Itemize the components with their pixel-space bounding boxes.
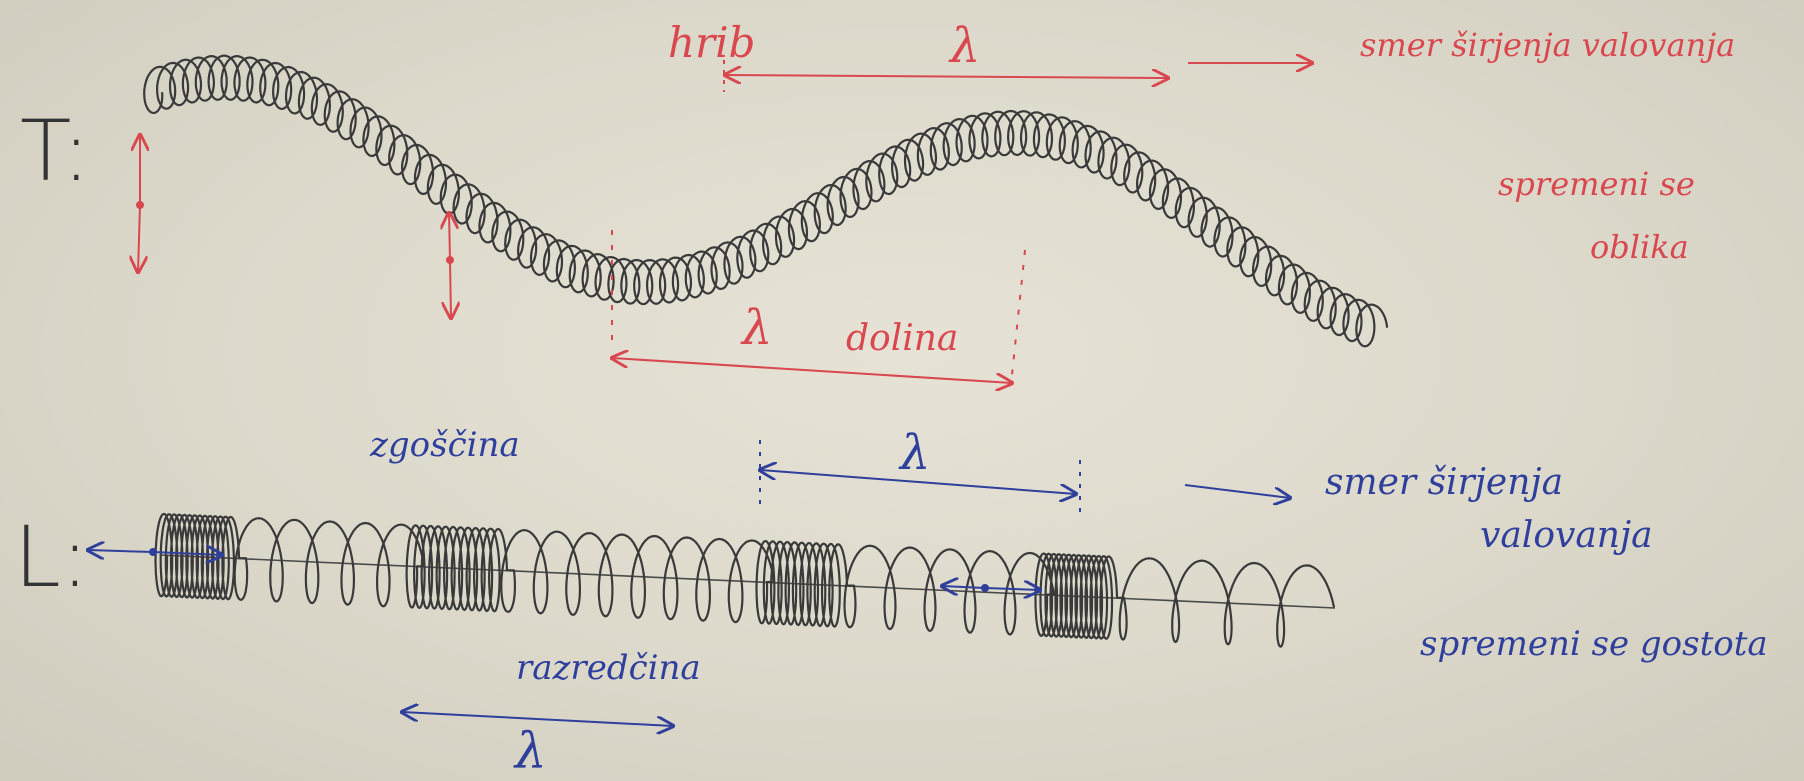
oscillation-arrow-mid-right bbox=[985, 588, 1040, 590]
longitudinal-direction-arrow bbox=[1185, 485, 1290, 498]
crest-wavelength-symbol: λ bbox=[950, 18, 980, 74]
transverse-annotations bbox=[137, 60, 1312, 383]
crest-wavelength-arrow bbox=[725, 75, 1168, 78]
longitudinal-note: spremeni se gostota bbox=[1420, 624, 1768, 664]
transverse-note-line1: spremeni se bbox=[1498, 165, 1695, 203]
trough-wavelength-symbol: λ bbox=[742, 300, 772, 356]
longitudinal-direction-line2: valovanja bbox=[1480, 515, 1653, 556]
longitudinal-spring-wave bbox=[156, 514, 1335, 647]
amplitude-arrow-mid-up bbox=[449, 213, 450, 260]
longitudinal-direction-line1: smer širjenja bbox=[1325, 462, 1563, 503]
transverse-direction-text: smer širjenja valovanja bbox=[1360, 26, 1735, 64]
compression-wavelength-symbol: λ bbox=[900, 425, 930, 481]
trough-marker-right bbox=[1012, 250, 1025, 375]
amplitude-dot-mid bbox=[447, 257, 453, 263]
oscillation-arrow-mid-left bbox=[942, 586, 985, 588]
amplitude-arrow-left-down bbox=[138, 205, 140, 272]
longitudinal-label: L: bbox=[14, 508, 89, 606]
amplitude-arrow-mid-down bbox=[450, 260, 451, 318]
trough-label: dolina bbox=[846, 318, 958, 359]
crest-label: hrib bbox=[668, 18, 755, 67]
transverse-note-line2: oblika bbox=[1590, 228, 1689, 266]
rarefaction-label: razredčina bbox=[516, 648, 701, 688]
oscillation-arrow-left bbox=[88, 550, 153, 552]
transverse-label: T: bbox=[20, 102, 90, 200]
compression-label: zgoščina bbox=[370, 425, 520, 465]
oscillation-dot-mid bbox=[982, 585, 988, 591]
rarefaction-wavelength-symbol: λ bbox=[515, 722, 547, 780]
oscillation-dot-left bbox=[150, 549, 156, 555]
trough-wavelength-arrow bbox=[612, 358, 1012, 383]
amplitude-dot-left bbox=[137, 202, 143, 208]
